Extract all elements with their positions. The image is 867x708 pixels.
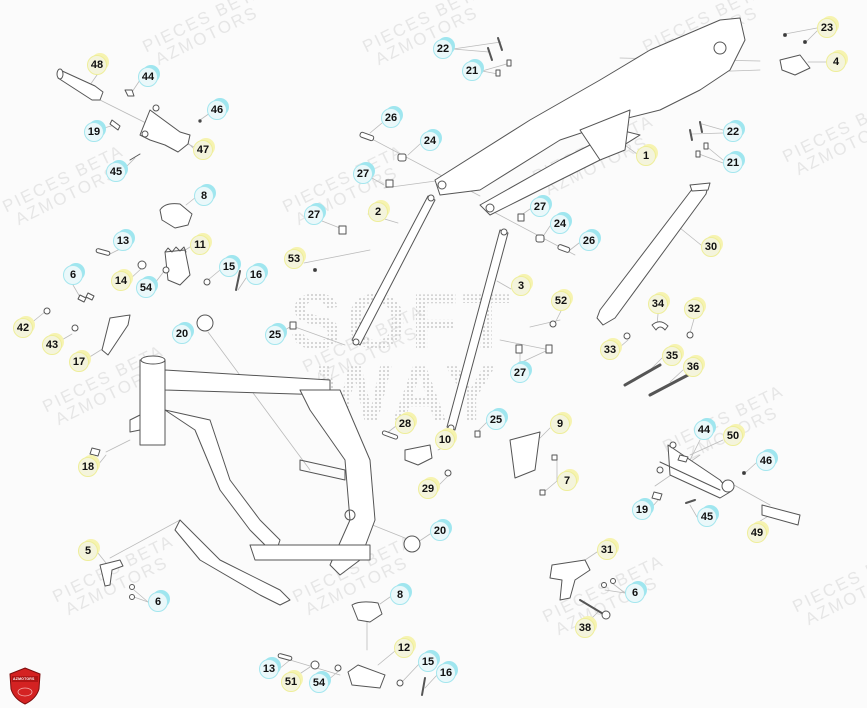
callout-part-44[interactable]: 44 <box>694 420 714 440</box>
callout-part-49[interactable]: 49 <box>747 523 767 543</box>
callout-part-27[interactable]: 27 <box>510 363 530 383</box>
callout-part-54[interactable]: 54 <box>309 673 329 693</box>
callout-part-11[interactable]: 11 <box>190 235 210 255</box>
callout-part-26[interactable]: 26 <box>381 108 401 128</box>
callout-part-48[interactable]: 48 <box>87 55 107 75</box>
callout-part-6[interactable]: 6 <box>63 265 83 285</box>
rubber-pad-top <box>159 203 193 229</box>
callout-part-31[interactable]: 31 <box>597 540 617 560</box>
callout-part-32[interactable]: 32 <box>684 299 704 319</box>
callout-part-10[interactable]: 10 <box>435 430 455 450</box>
callout-part-44[interactable]: 44 <box>138 67 158 87</box>
callout-part-26[interactable]: 26 <box>579 231 599 251</box>
callout-part-20[interactable]: 20 <box>172 324 192 344</box>
callout-part-1[interactable]: 1 <box>636 146 656 166</box>
callout-part-21[interactable]: 21 <box>462 61 482 81</box>
callout-part-3[interactable]: 3 <box>511 276 531 296</box>
callout-part-45[interactable]: 45 <box>697 507 717 527</box>
bracket-right <box>549 559 616 620</box>
callout-part-17[interactable]: 17 <box>69 352 89 372</box>
frame-rails <box>351 194 509 432</box>
callout-part-21[interactable]: 21 <box>723 153 743 173</box>
callout-part-51[interactable]: 51 <box>281 672 301 692</box>
callout-part-18[interactable]: 18 <box>78 457 98 477</box>
callout-part-42[interactable]: 42 <box>13 318 33 338</box>
callout-part-7[interactable]: 7 <box>557 471 577 491</box>
callout-part-5[interactable]: 5 <box>78 541 98 561</box>
callout-part-20[interactable]: 20 <box>430 521 450 541</box>
fasteners <box>289 131 571 354</box>
shield-icon <box>9 667 41 705</box>
callout-part-22[interactable]: 22 <box>723 122 743 142</box>
callout-part-29[interactable]: 29 <box>418 479 438 499</box>
callout-part-22[interactable]: 22 <box>433 39 453 59</box>
callout-part-45[interactable]: 45 <box>106 162 126 182</box>
callout-part-28[interactable]: 28 <box>395 414 415 434</box>
callout-part-47[interactable]: 47 <box>193 140 213 160</box>
callout-part-33[interactable]: 33 <box>600 340 620 360</box>
callout-part-46[interactable]: 46 <box>756 451 776 471</box>
footpeg-left <box>43 246 241 356</box>
passenger-peg-left <box>56 68 202 161</box>
rear-subframe <box>434 17 811 216</box>
callout-part-6[interactable]: 6 <box>625 583 645 603</box>
callout-part-38[interactable]: 38 <box>575 618 595 638</box>
callout-part-13[interactable]: 13 <box>259 659 279 679</box>
leader-lines <box>29 27 827 689</box>
callout-part-16[interactable]: 16 <box>246 265 266 285</box>
callout-part-19[interactable]: 19 <box>84 122 104 142</box>
callout-part-27[interactable]: 27 <box>353 164 373 184</box>
side-stand <box>596 182 711 397</box>
callout-part-27[interactable]: 27 <box>530 197 550 217</box>
callout-part-27[interactable]: 27 <box>304 205 324 225</box>
callout-part-23[interactable]: 23 <box>817 18 837 38</box>
callout-part-16[interactable]: 16 <box>436 663 456 683</box>
callout-part-54[interactable]: 54 <box>136 278 156 298</box>
callout-part-8[interactable]: 8 <box>194 186 214 206</box>
callout-part-30[interactable]: 30 <box>701 237 721 257</box>
callout-part-46[interactable]: 46 <box>207 100 227 120</box>
callout-part-15[interactable]: 15 <box>418 652 438 672</box>
center-parts <box>89 430 558 496</box>
bracket-left <box>99 559 135 600</box>
callout-part-25[interactable]: 25 <box>265 325 285 345</box>
callout-part-53[interactable]: 53 <box>284 249 304 269</box>
bushing-bottom <box>403 535 421 553</box>
callout-part-24[interactable]: 24 <box>420 131 440 151</box>
callout-part-8[interactable]: 8 <box>390 585 410 605</box>
callout-part-52[interactable]: 52 <box>551 291 571 311</box>
callout-part-13[interactable]: 13 <box>113 231 133 251</box>
callout-part-43[interactable]: 43 <box>42 335 62 355</box>
main-frame <box>129 355 376 606</box>
azmotors-logo: AZMOTORS <box>8 667 42 705</box>
callout-part-14[interactable]: 14 <box>111 271 131 291</box>
callout-part-9[interactable]: 9 <box>550 414 570 434</box>
callout-part-50[interactable]: 50 <box>723 426 743 446</box>
callout-part-19[interactable]: 19 <box>632 500 652 520</box>
callout-part-2[interactable]: 2 <box>368 202 388 222</box>
callout-part-6[interactable]: 6 <box>148 592 168 612</box>
bushing-top <box>196 314 214 332</box>
callout-part-12[interactable]: 12 <box>394 638 414 658</box>
callout-part-25[interactable]: 25 <box>486 410 506 430</box>
callout-part-36[interactable]: 36 <box>683 357 703 377</box>
callout-part-15[interactable]: 15 <box>219 257 239 277</box>
passenger-peg-right <box>651 441 801 526</box>
callout-part-24[interactable]: 24 <box>550 214 570 234</box>
logo-text: AZMOTORS <box>13 677 35 681</box>
callout-part-4[interactable]: 4 <box>826 52 846 72</box>
callout-part-34[interactable]: 34 <box>648 294 668 314</box>
callout-part-35[interactable]: 35 <box>662 346 682 366</box>
footpeg-right <box>277 601 426 696</box>
